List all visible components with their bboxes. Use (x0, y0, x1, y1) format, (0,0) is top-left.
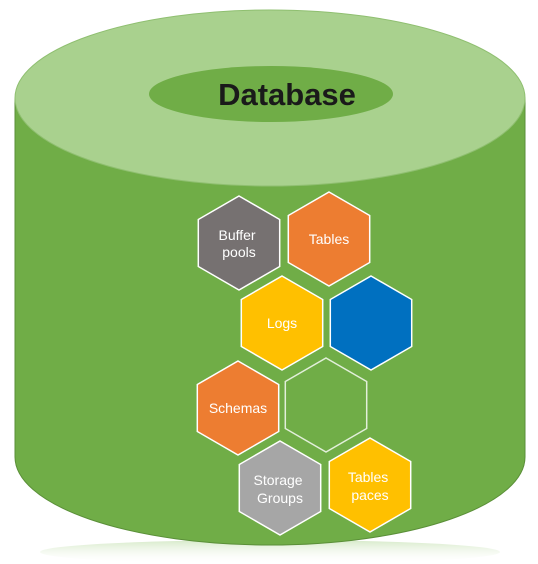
tablespaces-label-line1: Tables (348, 469, 388, 485)
tablespaces-hexagon (328, 437, 412, 533)
blank-blue-hexagon (329, 275, 413, 371)
blank-outline-hexagon (284, 357, 368, 453)
storage-groups-node: Storage Groups (238, 440, 322, 536)
diagram-title: Database (218, 77, 356, 112)
storage-groups-hexagon (238, 440, 322, 536)
schemas-label: Schemas (209, 400, 267, 416)
component-hexagons: Buffer pools Tables Logs Schemas (196, 191, 413, 536)
svg-text:Storage Groups: Storage Groups (254, 472, 307, 506)
buffer-pools-label-line1: Buffer (219, 227, 256, 243)
buffer-pools-node: Buffer pools (197, 195, 281, 291)
tablespaces-label-line2: paces (351, 487, 388, 503)
svg-text:Tables: Tables (309, 231, 349, 247)
tables-label: Tables (309, 231, 349, 247)
schemas-node: Schemas (196, 360, 280, 456)
logs-label: Logs (267, 315, 297, 331)
svg-text:Schemas: Schemas (209, 400, 267, 416)
tables-hexagon (287, 191, 371, 287)
blank-blue-node (329, 275, 413, 371)
logs-hexagon (240, 275, 324, 371)
buffer-pools-label-line2: pools (222, 244, 255, 260)
blank-outline-node (284, 357, 368, 453)
svg-text:Tables paces: Tables paces (348, 469, 392, 503)
logs-node: Logs (240, 275, 324, 371)
tablespaces-node: Tables paces (328, 437, 412, 533)
svg-text:Logs: Logs (267, 315, 297, 331)
schemas-hexagon (196, 360, 280, 456)
title-ellipse (149, 66, 393, 122)
storage-groups-label-line1: Storage (254, 472, 303, 488)
storage-groups-label-line2: Groups (257, 490, 303, 506)
svg-text:Buffer pools: Buffer pools (219, 227, 260, 260)
tables-node: Tables (287, 191, 371, 287)
cylinder-reflection (40, 540, 500, 564)
buffer-pools-hexagon (197, 195, 281, 291)
